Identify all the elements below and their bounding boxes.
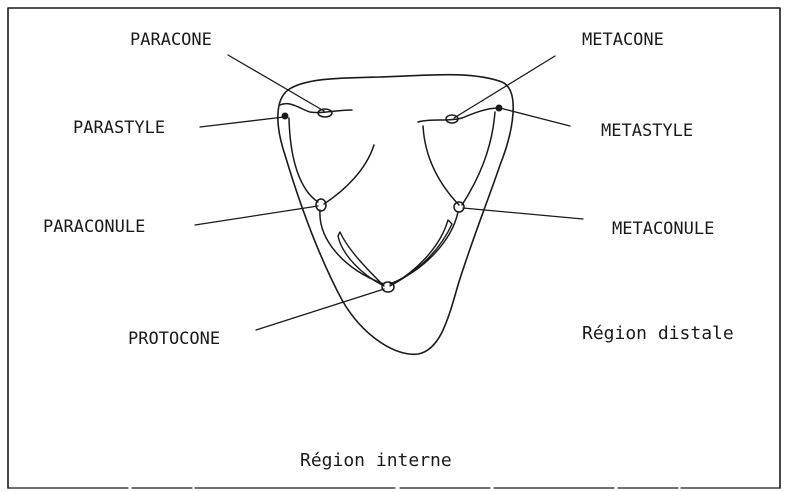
metaconule-cusp <box>454 202 464 212</box>
paraconule-cusp <box>316 199 326 211</box>
leader-lines <box>195 55 583 330</box>
cusp-markers <box>282 105 503 293</box>
label-metastyle: METASTYLE <box>601 121 693 141</box>
protocone-cusp <box>382 282 394 292</box>
label-metaconule: METACONULE <box>612 219 714 239</box>
figure-frame <box>8 8 780 488</box>
label-parastyle: PARASTYLE <box>73 118 165 138</box>
parastyle-dot <box>282 113 289 120</box>
label-paraconule: PARACONULE <box>43 217 145 237</box>
label-metacone: METACONE <box>582 30 664 50</box>
label-paracone: PARACONE <box>130 30 212 50</box>
label-region-distale: Région distale <box>582 323 734 344</box>
crest-lines <box>280 104 498 286</box>
label-protocone: PROTOCONE <box>128 329 220 349</box>
label-region-interne: Région interne <box>300 450 452 471</box>
